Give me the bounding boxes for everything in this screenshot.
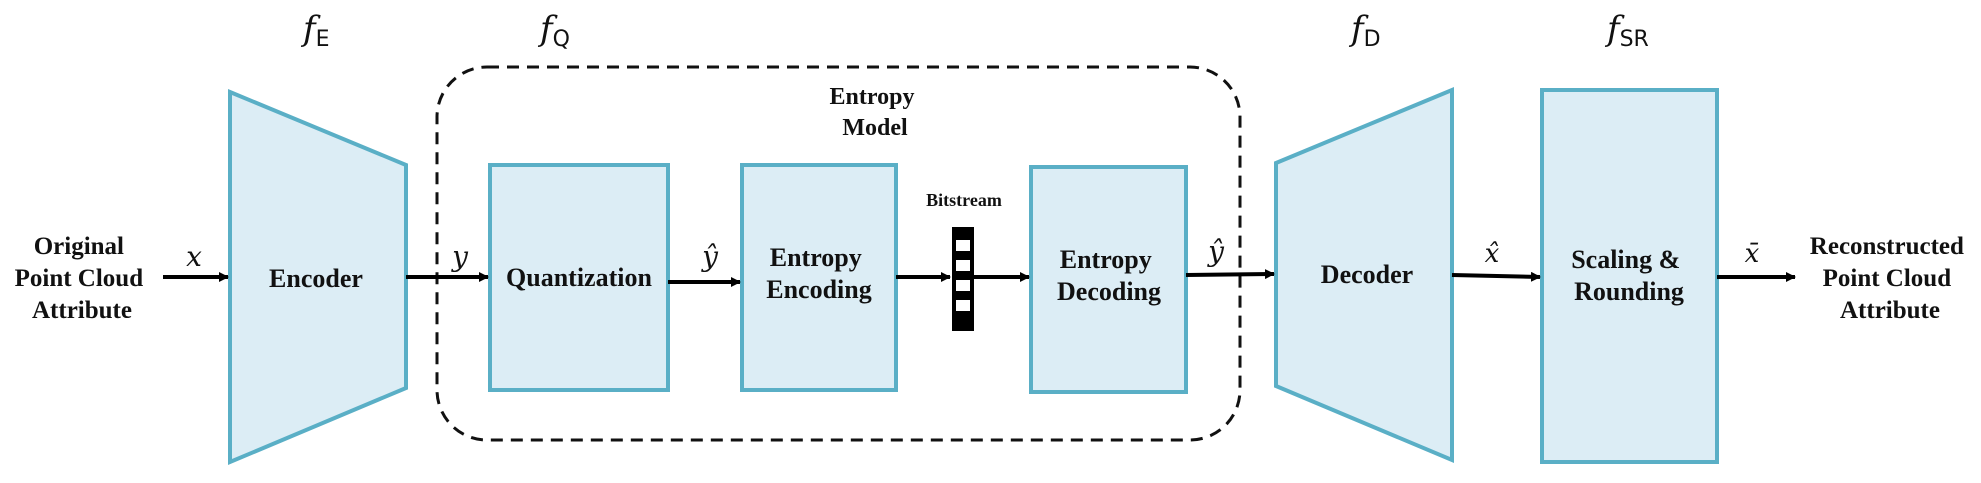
decoder-label: Decoder	[1321, 260, 1413, 289]
quantization-block	[488, 163, 670, 392]
output-label: Reconstructed Point Cloud Attribute	[1810, 233, 1970, 324]
input-label: Original Point Cloud Attribute	[15, 233, 150, 324]
decoder-function-label: fD	[1348, 9, 1381, 52]
bitstream-label: Bitstream	[926, 190, 1002, 210]
scaling-rounding-label: Scaling & Rounding	[1571, 245, 1687, 306]
scaler-function-label: fSR	[1604, 9, 1649, 52]
var-x-bar: x̄	[1745, 239, 1760, 269]
encoder-function-label: fE	[300, 9, 330, 52]
scaling-rounding-block	[1540, 88, 1719, 464]
arrow-decoder-to-scaling	[1451, 271, 1541, 282]
entropy-model-label: Entropy Model	[830, 84, 921, 141]
quantizer-function-label: fQ	[537, 9, 570, 52]
entropy-encoding-label: Entropy Encoding	[766, 243, 872, 304]
var-x: x	[186, 240, 202, 273]
var-x-hat: x̂	[1485, 239, 1500, 269]
entropy-decoding-block	[1029, 165, 1188, 394]
var-y-hat-quantized: ŷ	[700, 240, 719, 273]
entropy-encoding-block	[740, 163, 898, 392]
arrow-entropy-decoding-to-decoder	[1185, 269, 1275, 280]
bitstream-icon	[952, 227, 974, 331]
var-y: y	[450, 240, 469, 273]
quantization-label: Quantization	[506, 263, 652, 292]
encoder-label: Encoder	[269, 264, 363, 293]
entropy-decoding-label: Entropy Decoding	[1057, 245, 1161, 306]
entropy-model-frame	[435, 65, 1242, 442]
encoder-block	[228, 89, 408, 466]
var-y-hat-decoded: ŷ	[1206, 235, 1225, 268]
decoder-block	[1274, 87, 1454, 464]
